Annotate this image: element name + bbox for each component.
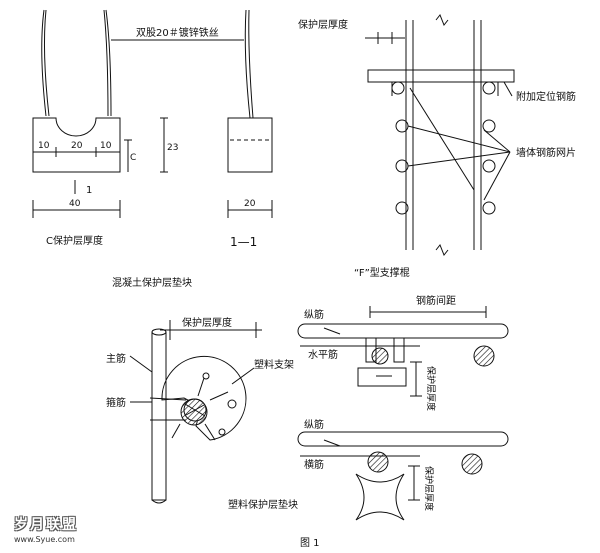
rebar-detail-lower — [297, 431, 509, 521]
rebar-detail-upper — [297, 306, 509, 397]
label-stirrup: 箍筋 — [106, 396, 126, 409]
concrete-block-drawing — [32, 9, 244, 218]
label-spacing: 钢筋间距 — [416, 294, 456, 307]
plastic-block-drawing — [129, 320, 262, 504]
label-wire: 双股20＃镀锌铁丝 — [136, 26, 219, 39]
label-long-bar-2: 纵筋 — [304, 418, 324, 431]
dim-c: C — [130, 153, 136, 163]
label-cover-v1: 保护层厚度 — [425, 366, 437, 411]
label-c-cover: C保护层厚度 — [46, 234, 103, 247]
dim-10b: 10 — [100, 141, 112, 151]
label-section-11: 1—1 — [230, 235, 257, 249]
dim-40: 40 — [69, 199, 81, 209]
section-1-1-drawing — [227, 9, 273, 218]
watermark-url: www.Syue.com — [14, 535, 75, 544]
label-concrete-block: 混凝土保护层垫块 — [112, 276, 192, 289]
label-extra-bar: 附加定位钢筋 — [516, 90, 576, 103]
label-cover-mid: 保护层厚度 — [182, 316, 232, 329]
label-horiz-bar: 水平筋 — [308, 348, 338, 361]
label-trans-bar: 横筋 — [304, 458, 324, 471]
label-main-bar: 主筋 — [106, 352, 126, 365]
watermark: 岁月联盟 www.Syue.com — [14, 514, 84, 550]
label-long-bar-1: 纵筋 — [304, 308, 324, 321]
label-wall-mesh: 墙体钢筋网片 — [516, 146, 576, 159]
label-f-support: “F”型支撑棍 — [354, 266, 410, 279]
dim-10a: 10 — [38, 141, 50, 151]
label-plastic-frame: 塑料支架 — [254, 358, 294, 371]
label-cover-v2: 保护层厚度 — [423, 466, 435, 511]
section-mark: 1 — [86, 185, 92, 196]
label-cover-top: 保护层厚度 — [298, 18, 348, 31]
dim-20b: 20 — [244, 199, 256, 209]
watermark-brand: 岁月联盟 — [14, 517, 78, 533]
label-plastic-block: 塑料保护层垫块 — [228, 498, 298, 511]
figure-caption: 图 1 — [300, 537, 320, 549]
f-support-drawing — [365, 14, 515, 256]
dim-23: 23 — [167, 143, 178, 153]
dim-20: 20 — [71, 141, 83, 151]
